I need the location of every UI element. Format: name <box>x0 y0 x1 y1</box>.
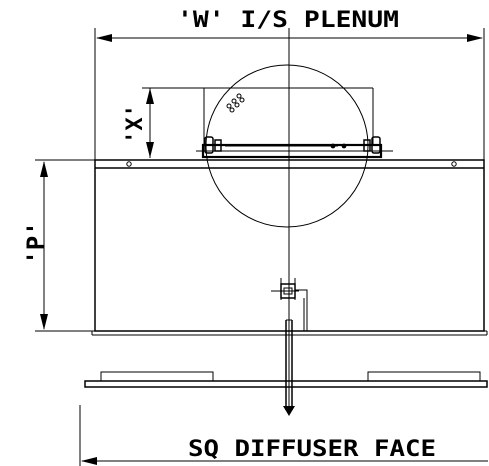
height-dimension <box>35 159 95 332</box>
face-dimension <box>79 405 488 466</box>
offset-dimension <box>142 87 205 158</box>
plenum-box <box>91 159 488 336</box>
face-label: SQ DIFFUSER FACE <box>188 437 436 462</box>
width-label: 'W' I/S PLENUM <box>177 8 399 33</box>
diffuser-face-plate <box>84 371 488 388</box>
offset-label: 'X' <box>123 104 148 144</box>
spigot-collar <box>196 64 393 228</box>
bridge-bracket <box>271 278 308 416</box>
height-label: 'P' <box>22 221 50 264</box>
